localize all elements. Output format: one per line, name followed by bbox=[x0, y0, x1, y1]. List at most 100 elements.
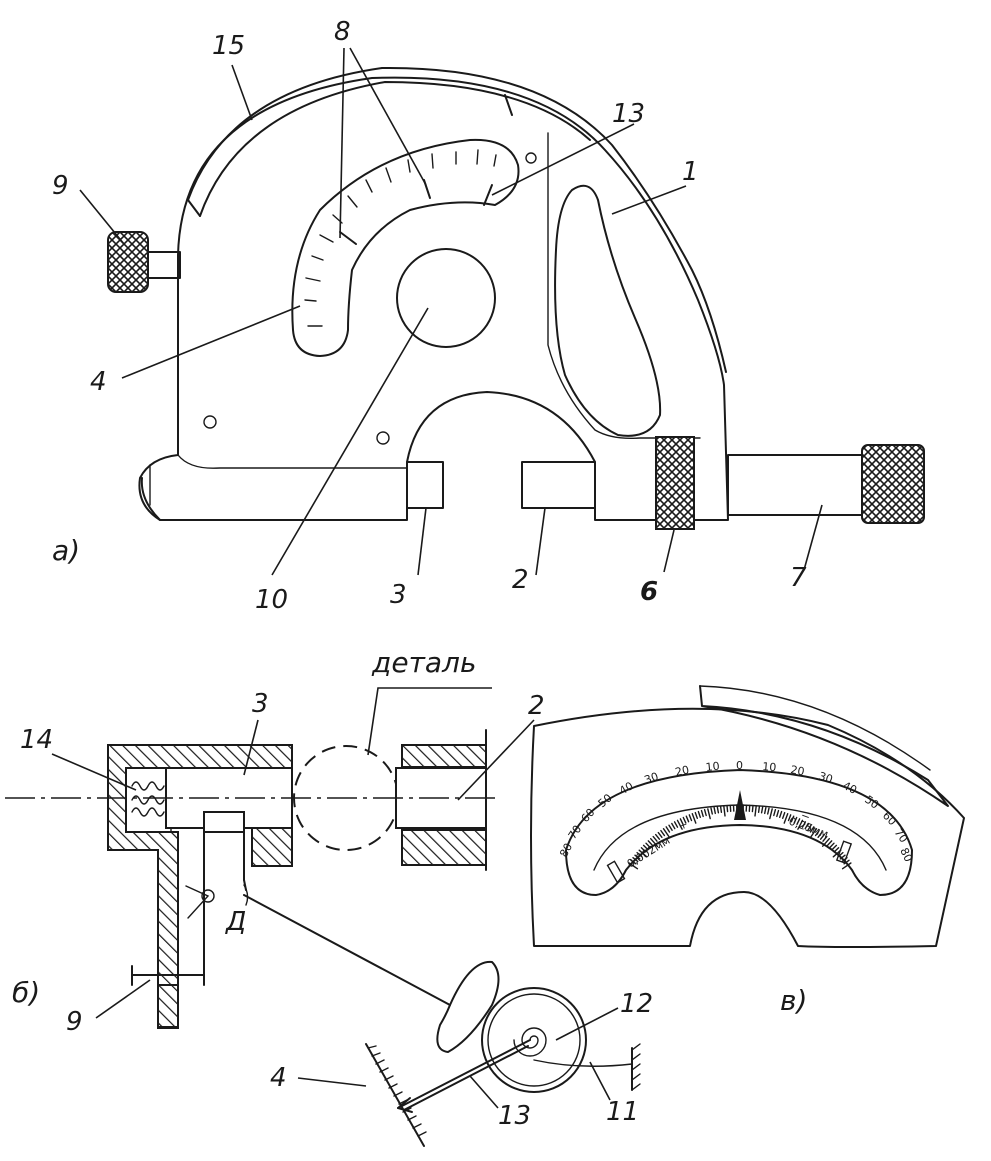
view-label-b: б) bbox=[12, 976, 40, 1009]
limit-mark bbox=[835, 840, 853, 864]
scale-tick bbox=[685, 815, 690, 823]
scale-tick bbox=[700, 809, 704, 818]
scale-tick bbox=[652, 835, 658, 842]
label-3: 3 bbox=[390, 580, 407, 610]
disk bbox=[481, 987, 587, 1093]
frame-slot bbox=[554, 184, 662, 437]
label-6: 6 bbox=[640, 577, 658, 607]
housing-section bbox=[251, 827, 293, 867]
scale-tick bbox=[707, 808, 711, 820]
scale-tick bbox=[831, 844, 838, 851]
view-a bbox=[107, 66, 925, 530]
limit-mark bbox=[606, 860, 626, 884]
cover-arc bbox=[187, 66, 727, 373]
hair-spring bbox=[533, 1059, 633, 1067]
screw-hole bbox=[376, 431, 390, 445]
label-b-4: 4 bbox=[270, 1063, 287, 1093]
scale-tick bbox=[779, 810, 783, 818]
scale-tick bbox=[665, 826, 671, 833]
scale-tick bbox=[769, 808, 773, 820]
label-pivot: Д bbox=[225, 907, 246, 937]
scale-tick bbox=[833, 847, 840, 853]
scale-tick bbox=[783, 813, 789, 824]
spring bbox=[131, 781, 165, 817]
scale-tick bbox=[632, 857, 639, 863]
scale-tick bbox=[822, 838, 830, 847]
svg-text:20: 20 bbox=[674, 763, 690, 779]
scale-tick bbox=[760, 806, 764, 814]
labels-view-b: деталь 3 2 14 Д 9 12 4 13 11 б) bbox=[12, 646, 653, 1131]
svg-text:10: 10 bbox=[762, 760, 777, 774]
scale-tick bbox=[723, 805, 726, 817]
scale-tick bbox=[764, 806, 767, 815]
scale-tick bbox=[782, 811, 786, 819]
svg-text:20: 20 bbox=[789, 763, 805, 778]
scale-tick bbox=[826, 840, 833, 846]
scale-tick bbox=[691, 813, 697, 824]
scale-tick bbox=[630, 859, 637, 865]
scale-tick bbox=[703, 809, 707, 817]
zero-pointer bbox=[734, 790, 746, 820]
svg-text:70: 70 bbox=[892, 826, 911, 845]
label-9: 9 bbox=[52, 171, 69, 201]
label-b-2: 2 bbox=[528, 691, 545, 721]
rod-stem bbox=[203, 811, 245, 833]
arrest-button-stem bbox=[147, 251, 181, 279]
scale-tick bbox=[807, 824, 812, 831]
frame-body bbox=[138, 76, 729, 521]
scale-tick bbox=[810, 828, 818, 838]
housing-section bbox=[157, 984, 179, 1028]
scale-tick bbox=[694, 811, 698, 819]
scale-tick bbox=[801, 821, 807, 828]
scale-tick bbox=[645, 842, 651, 849]
scale-tick bbox=[796, 818, 801, 825]
scale-tick bbox=[682, 816, 687, 824]
label-10: 10 bbox=[255, 585, 288, 615]
view-c: 80 70 60 50 40 30 20 10 0 10 20 30 40 50… bbox=[530, 685, 965, 1017]
lever-paddle bbox=[436, 960, 500, 1053]
svg-text:40: 40 bbox=[617, 779, 636, 797]
needle bbox=[397, 1039, 531, 1111]
label-13: 13 bbox=[612, 99, 645, 129]
scale-tick bbox=[837, 851, 844, 858]
scale-tick bbox=[751, 804, 754, 813]
label-b-9: 9 bbox=[66, 1007, 83, 1037]
scale-tick bbox=[793, 816, 798, 824]
scale-tick bbox=[628, 862, 639, 870]
scale-tick bbox=[676, 819, 683, 830]
scale-tick bbox=[673, 821, 679, 828]
scale-tick bbox=[671, 822, 676, 830]
label-14: 14 bbox=[20, 725, 53, 755]
label-2: 2 bbox=[512, 565, 529, 595]
view-label-c: в) bbox=[780, 984, 807, 1017]
arbor-cap bbox=[396, 248, 496, 348]
adjusting-rod bbox=[727, 454, 867, 516]
scale-tick bbox=[688, 814, 693, 822]
scale-tick bbox=[679, 818, 684, 825]
scale-tick bbox=[713, 806, 716, 815]
scale-tick bbox=[829, 842, 835, 849]
measuring-anvil-2 bbox=[521, 461, 596, 509]
scale-ticks-b bbox=[367, 1045, 427, 1137]
label-8: 8 bbox=[334, 17, 351, 47]
scale-tick bbox=[719, 805, 723, 813]
scale-window bbox=[291, 138, 520, 357]
svg-text:40: 40 bbox=[841, 779, 859, 797]
housing-section bbox=[107, 744, 293, 1029]
scale-tick bbox=[822, 835, 828, 842]
labels-view-a: 15 8 13 9 1 4 10 3 2 6 7 а) bbox=[52, 17, 823, 615]
svg-text:30: 30 bbox=[817, 769, 834, 786]
lever-arm bbox=[243, 894, 451, 1006]
scale-tick bbox=[634, 854, 641, 860]
scale-tick bbox=[726, 804, 729, 813]
scale-tick bbox=[716, 806, 720, 814]
needle bbox=[483, 184, 493, 206]
limit-pointer bbox=[339, 231, 357, 245]
pivot-d bbox=[201, 889, 215, 903]
scale-tick bbox=[804, 822, 809, 830]
label-15: 15 bbox=[212, 31, 245, 61]
locking-nut bbox=[655, 436, 695, 530]
scale-zero: 0 bbox=[736, 759, 743, 772]
minus-sign: − bbox=[799, 809, 812, 824]
scale-tick bbox=[776, 809, 780, 818]
